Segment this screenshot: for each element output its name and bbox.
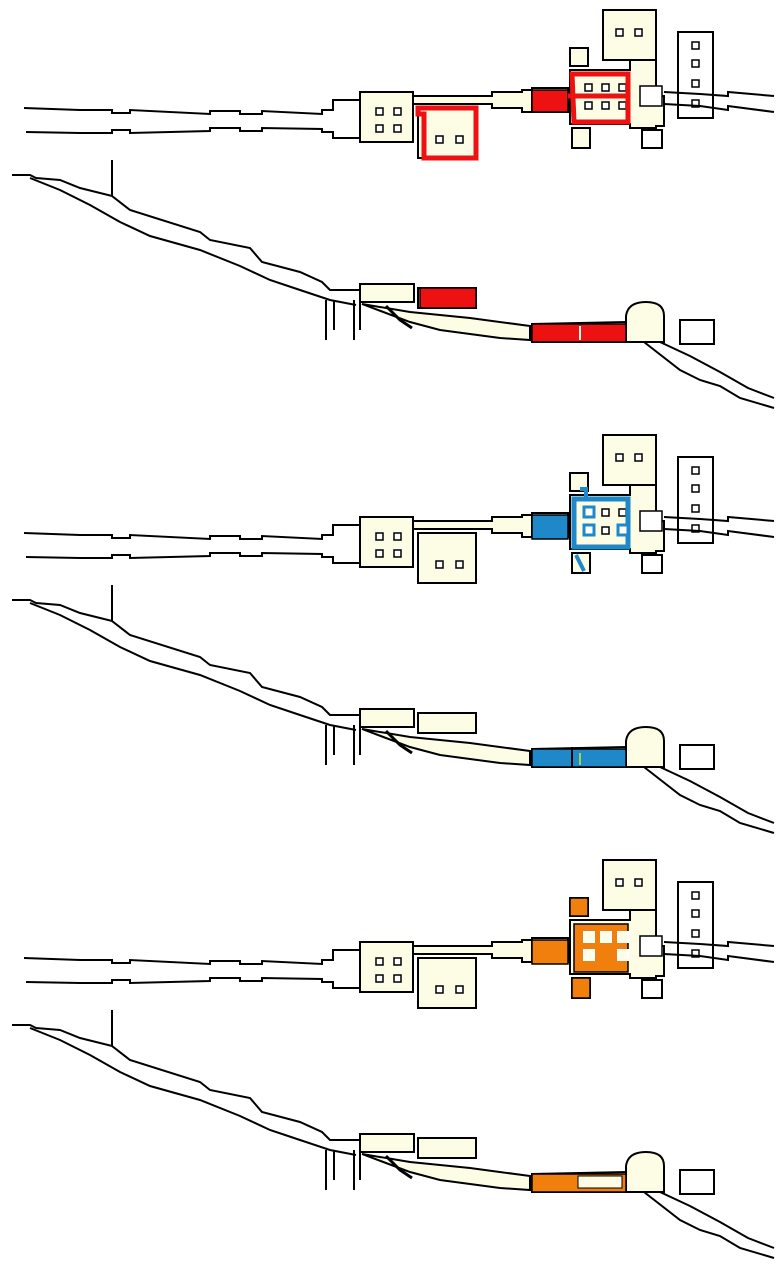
section-view-blue — [10, 583, 776, 835]
panel-orange — [10, 859, 776, 1260]
plan-view-orange — [23, 859, 775, 1009]
panel-blue — [10, 434, 776, 835]
section-view-orange — [10, 1008, 776, 1260]
highlight-orange-section — [531, 1173, 627, 1193]
panel-red — [10, 9, 776, 410]
plan-view-blue — [23, 434, 775, 584]
highlight-red-plan — [415, 71, 631, 161]
section-view-red — [10, 158, 776, 410]
highlight-blue-section — [531, 747, 627, 768]
highlight-red-section — [419, 287, 627, 343]
plan-view-red — [23, 9, 775, 159]
highlight-orange-plan — [531, 897, 629, 999]
highlight-blue-plan — [531, 487, 631, 572]
